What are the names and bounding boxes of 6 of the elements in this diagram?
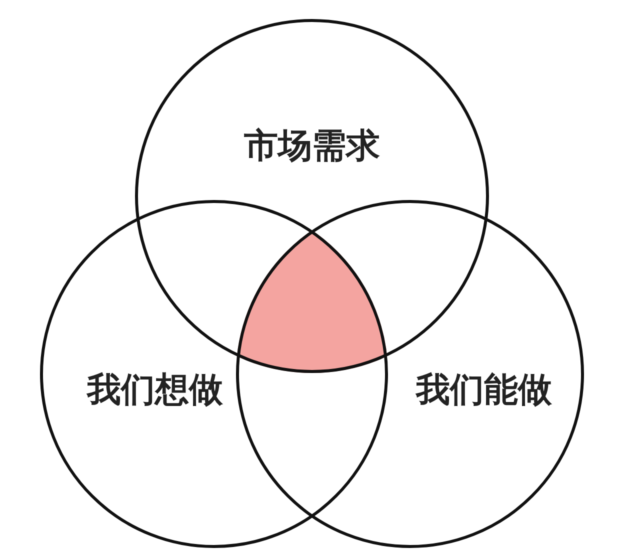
venn-circle xyxy=(236,200,584,548)
venn-circle xyxy=(40,200,388,548)
circle-label: 我们能做 xyxy=(416,369,552,412)
circle-label: 市场需求 xyxy=(244,125,380,168)
circle-label: 我们想做 xyxy=(87,369,223,412)
venn-circle xyxy=(135,19,489,373)
